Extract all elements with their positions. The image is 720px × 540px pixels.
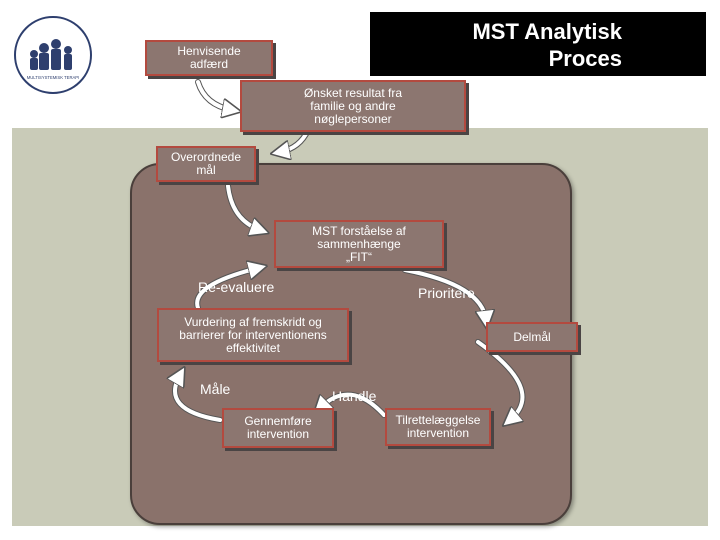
box-mst-forstaaelse: MST forståelse af sammenhænge „FIT“ [274,220,444,268]
box-delmaal: Delmål [486,322,578,352]
label-handle: Handle [332,388,377,404]
arrow-3 [226,184,260,230]
label-maale: Måle [200,381,231,397]
logo-text: MULTISYSTEMISK TERAPI [27,75,79,80]
arrow-1 [196,80,232,110]
box-vurdering: Vurdering af fremskridt og barrierer for… [157,308,349,362]
title-panel [370,12,706,76]
arrow-2 [280,128,310,152]
arrow-gennemfore-vurdering [175,375,222,422]
arrow-fit-delmal [403,268,486,320]
page-title: MST Analytisk Proces [472,19,622,71]
label-re-evaluere: Re-evaluere [198,279,275,295]
arrow-tilrettelaeggelse-gennemfore [320,392,386,417]
box-overordnede-maal: Overordnede mål [156,146,256,182]
mst-logo-icon: MULTISYSTEMISK TERAPI [14,16,92,94]
arrow-vurdering-fit [195,268,258,310]
box-tilrettelaeggelse: Tilrettelæggelse intervention [385,408,491,446]
box-onsket-resultat: Ønsket resultat fra familie og andre nøg… [240,80,466,132]
label-prioritere: Prioritere [418,285,475,301]
box-gennemfore: Gennemføre intervention [222,408,334,448]
box-henvisende-adfaerd: Henvisende adfærd [145,40,273,76]
